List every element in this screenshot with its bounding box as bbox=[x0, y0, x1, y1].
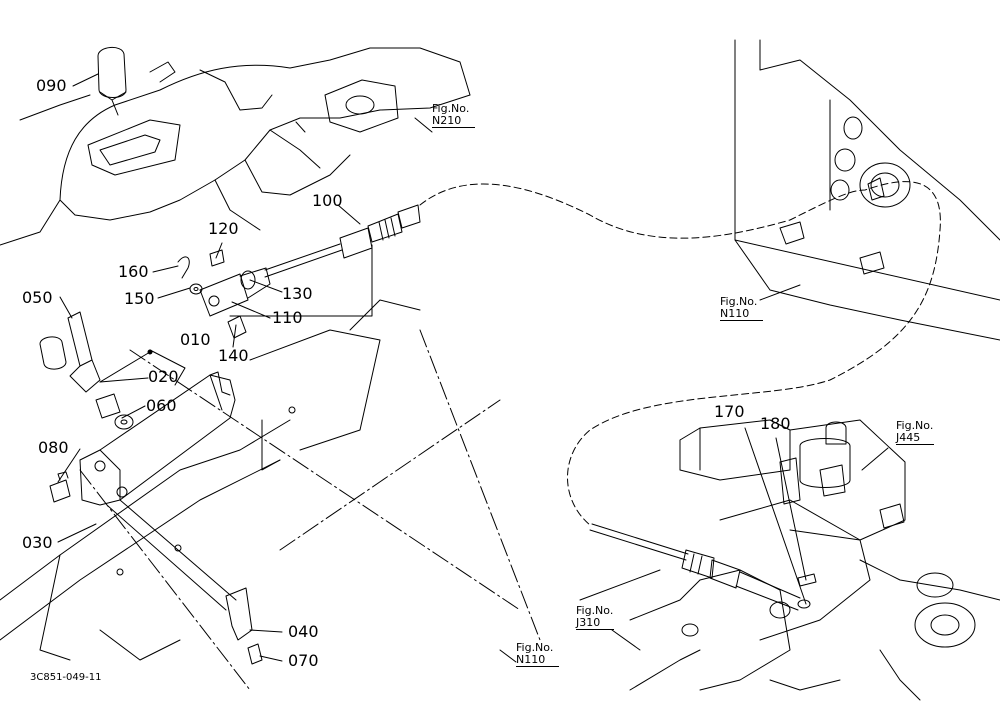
cable-route bbox=[419, 181, 941, 526]
valve-block bbox=[579, 419, 1000, 701]
part-label-170: 170 bbox=[714, 402, 745, 421]
part-label-010: 010 bbox=[180, 330, 211, 349]
fig-ref-label: Fig.No. bbox=[516, 641, 554, 654]
part-label-140: 140 bbox=[218, 346, 249, 365]
shift-rod bbox=[107, 499, 263, 665]
fig-ref-number: N110 bbox=[516, 654, 560, 667]
part-label-030: 030 bbox=[22, 533, 53, 552]
part-label-040: 040 bbox=[288, 622, 319, 641]
part-label-080: 080 bbox=[38, 438, 69, 457]
document-code: 3C851-049-11 bbox=[30, 672, 102, 683]
reference-lines bbox=[79, 329, 541, 691]
part-label-130: 130 bbox=[282, 284, 313, 303]
fig-ref-number: N110 bbox=[720, 308, 764, 321]
clevis-assembly bbox=[177, 249, 271, 339]
part-label-180: 180 bbox=[760, 414, 791, 433]
fig-ref-j310: Fig.No. J310 bbox=[576, 604, 615, 630]
fig-ref-number: N210 bbox=[432, 115, 476, 128]
fig-ref-j445: Fig.No. J445 bbox=[896, 419, 935, 445]
fig-ref-label: Fig.No. bbox=[432, 102, 470, 115]
part-label-120: 120 bbox=[208, 219, 239, 238]
assembly-brackets bbox=[149, 244, 373, 386]
fig-ref-label: Fig.No. bbox=[896, 419, 934, 432]
fig-ref-n110-lower: Fig.No. N110 bbox=[516, 641, 560, 667]
fig-ref-label: Fig.No. bbox=[576, 604, 614, 617]
part-label-110: 110 bbox=[272, 308, 303, 327]
fig-ref-n110-upper: Fig.No. N110 bbox=[720, 295, 764, 321]
part-label-060: 060 bbox=[146, 396, 177, 415]
control-cable bbox=[264, 204, 421, 278]
part-label-050: 050 bbox=[22, 288, 53, 307]
part-label-020: 020 bbox=[148, 367, 179, 386]
shift-lever-parts bbox=[39, 311, 153, 503]
part-label-070: 070 bbox=[288, 651, 319, 670]
leader-lines bbox=[57, 73, 889, 663]
fig-ref-n210: Fig.No. N210 bbox=[432, 102, 476, 128]
mounting-bracket bbox=[0, 299, 421, 661]
fig-ref-number: J445 bbox=[896, 432, 935, 445]
part-label-090: 090 bbox=[36, 76, 67, 95]
console-housing bbox=[0, 47, 471, 246]
shift-knob bbox=[97, 47, 127, 116]
transmission-housing bbox=[734, 39, 1000, 341]
fig-ref-number: J310 bbox=[576, 617, 615, 630]
part-label-160: 160 bbox=[118, 262, 149, 281]
part-label-150: 150 bbox=[124, 289, 155, 308]
part-label-100: 100 bbox=[312, 191, 343, 210]
cable-end-valve bbox=[589, 523, 801, 611]
fig-ref-label: Fig.No. bbox=[720, 295, 758, 308]
